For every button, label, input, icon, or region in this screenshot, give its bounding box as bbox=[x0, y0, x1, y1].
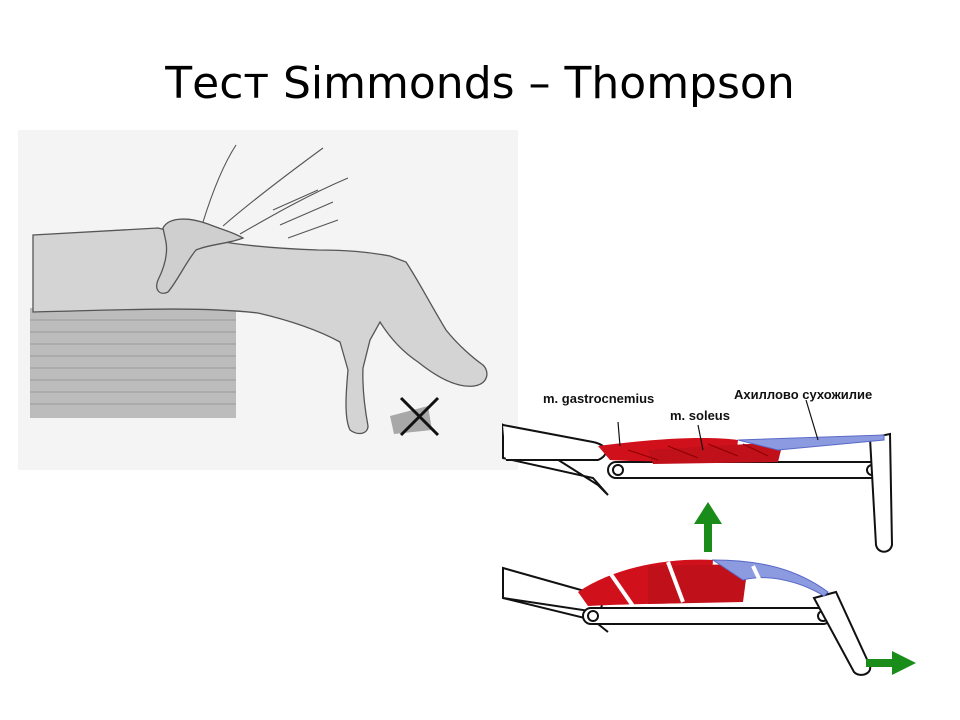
slide-title: Тест Simmonds – Thompson bbox=[165, 58, 795, 109]
thompson-test-illustration bbox=[18, 130, 518, 470]
soleus-label: m. soleus bbox=[670, 408, 730, 423]
arrow-right-icon bbox=[866, 651, 916, 675]
achilles-tendon-lower bbox=[711, 559, 829, 597]
leg-model-squeezed bbox=[502, 559, 872, 676]
foot-lever-lower bbox=[812, 590, 872, 676]
examiner-hand bbox=[156, 218, 245, 294]
examiner-arm-sketch bbox=[202, 144, 349, 239]
patient-leg bbox=[32, 227, 488, 435]
examination-table bbox=[30, 308, 236, 418]
achilles-label: Ахиллово сухожилие bbox=[734, 387, 872, 402]
arrow-up-icon bbox=[694, 502, 722, 552]
gastrocnemius-label: m. gastrocnemius bbox=[543, 391, 654, 406]
no-movement-cross-icon bbox=[390, 396, 440, 437]
lever-bar-lower bbox=[582, 607, 832, 625]
calf-mechanism-diagram: m. gastrocnemius m. soleus Ахиллово сухо… bbox=[502, 387, 916, 676]
foot-lever-upper bbox=[868, 432, 894, 553]
leg-model-rest bbox=[502, 399, 894, 553]
lever-bar-upper bbox=[607, 461, 881, 479]
achilles-tendon-upper bbox=[737, 434, 885, 451]
